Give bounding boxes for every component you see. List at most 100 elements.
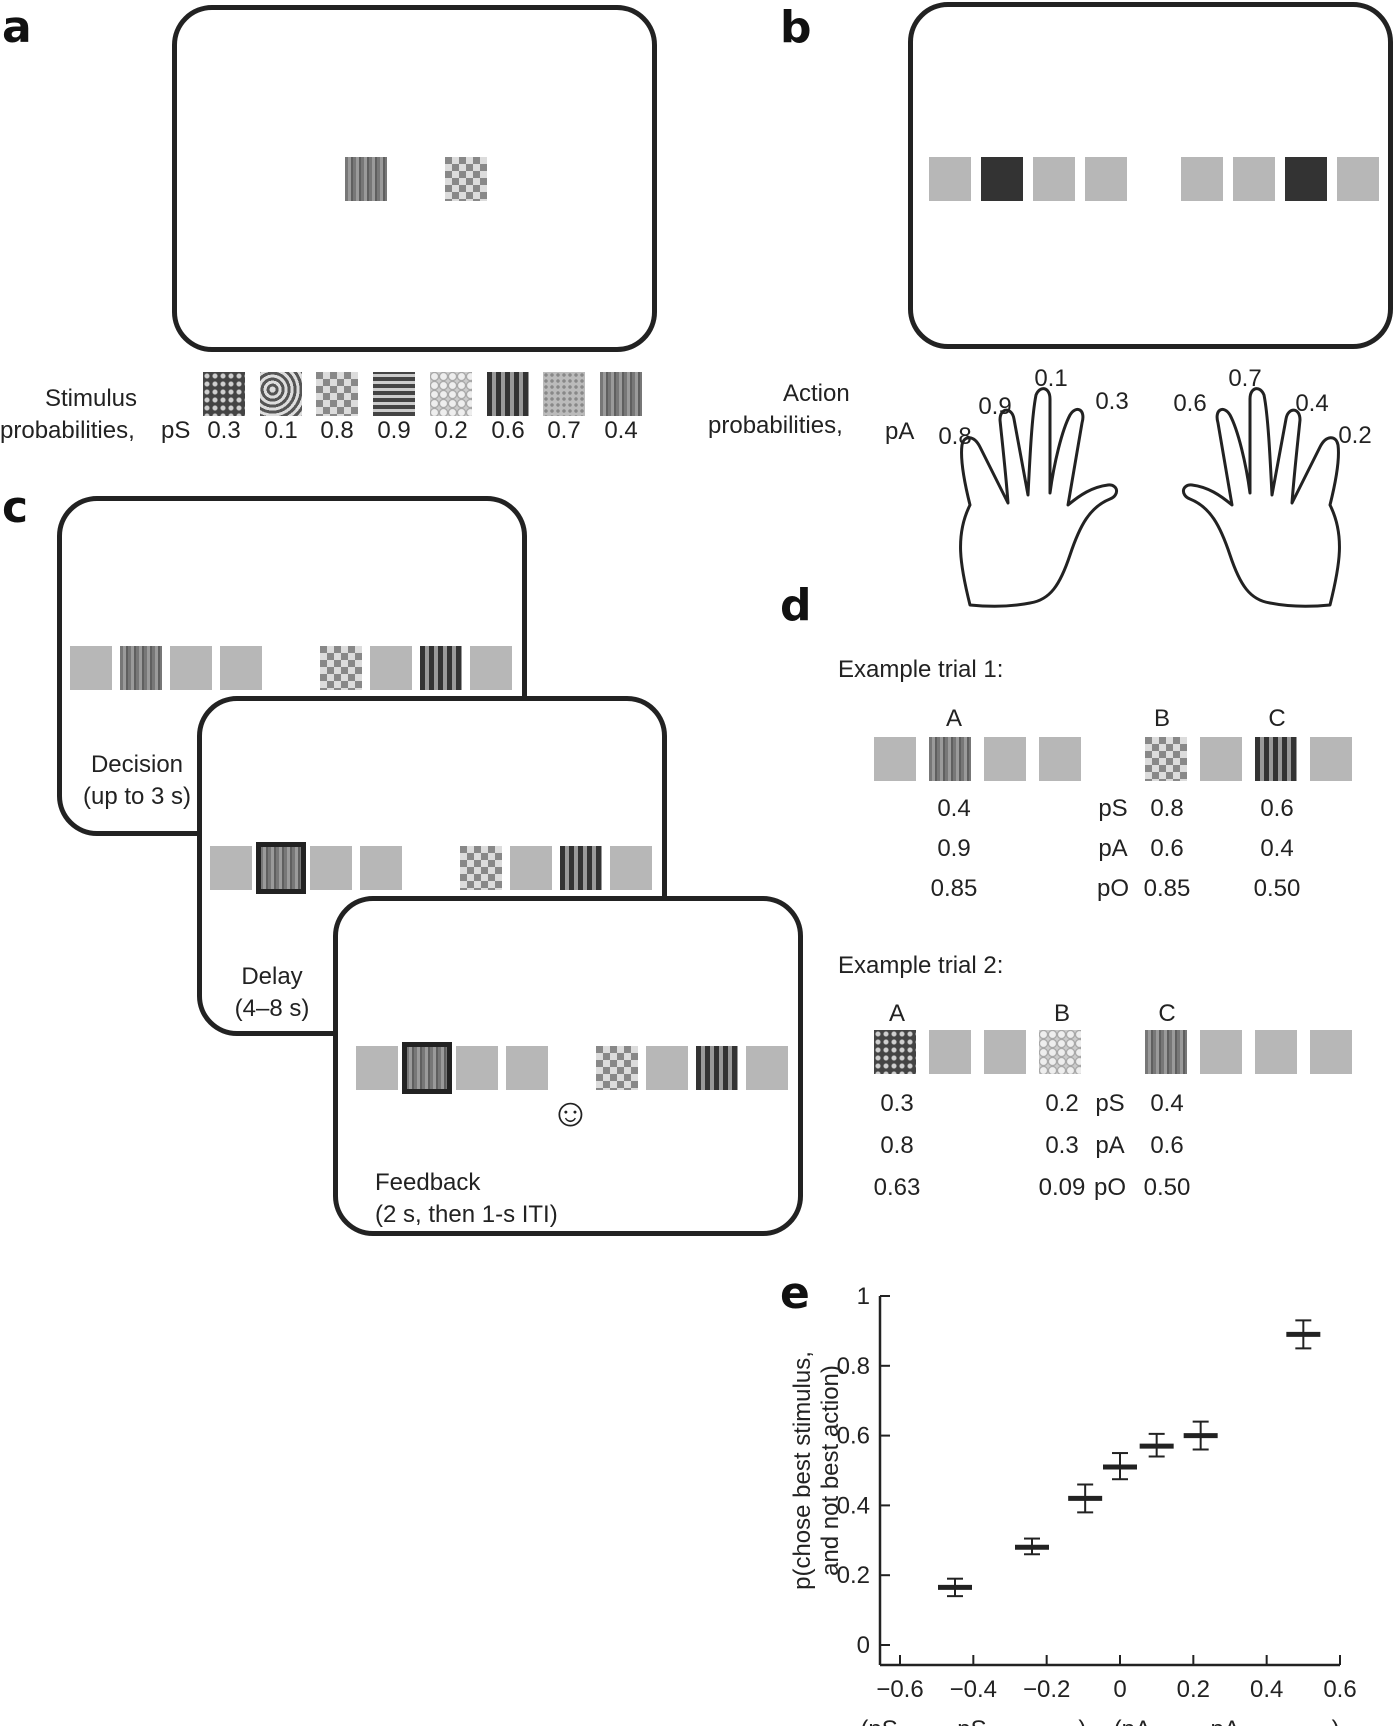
smiley-icon: ☺ [550,1091,591,1135]
right-hand-outline [1182,387,1341,608]
left-finger-probability: 0.1 [1034,365,1068,392]
value-c: 0.4 [1150,1090,1184,1117]
stimulus-scales [543,372,585,416]
row-label: pA [1095,1132,1125,1159]
stimulus-stripe [1145,1030,1187,1074]
stimulus-check [316,372,358,416]
y-axis-label-line2: and not best action) [817,1365,844,1576]
stimulus-bars [696,1046,738,1090]
key-square [984,1030,1026,1074]
x-tick-label: −0.4 [950,1676,997,1703]
stimulus-probability: 0.4 [604,417,638,444]
stimulus-swirl [260,372,302,416]
key-square [1310,737,1352,781]
key-square [1310,1030,1352,1074]
stimulus-flower [203,372,245,416]
key-square [929,157,971,201]
y-tick-label: 1 [857,1283,870,1310]
decision-label-2: (up to 3 s) [82,783,192,810]
key-square [610,846,652,890]
key-square [1200,737,1242,781]
x-label-part: − pA [1183,1716,1240,1726]
delay-label-1: Delay [241,963,303,990]
value-c: 0.50 [1143,1174,1191,1201]
key-square [1200,1030,1242,1074]
trial2-title: Example trial 2: [838,952,1004,979]
stimulus-check [460,846,502,890]
stimulus-flower [874,1030,916,1074]
panel-label-c: c [2,482,29,533]
panel-label-e: e [780,1268,810,1319]
key-square [1181,157,1223,201]
x-tick-label: 0.2 [1177,1676,1210,1703]
value-c: 0.6 [1150,1132,1184,1159]
trial1-label-c: C [1268,705,1286,732]
y-tick-label: 0.4 [837,1492,870,1519]
key-square [470,646,512,690]
left-hand-outline [959,387,1118,608]
row-label: pO [1096,875,1130,902]
value-b: 0.85 [1143,875,1191,902]
key-square [646,1046,688,1090]
value-a: 0.9 [937,835,971,862]
stimulus-probability: 0.8 [320,417,354,444]
value-c: 0.6 [1260,795,1294,822]
panel-label-b: b [780,2,812,53]
ps-label: pS [161,417,191,444]
x-tick-label: −0.2 [1023,1676,1070,1703]
stimulus-probability: 0.6 [491,417,525,444]
x-label-part: ) − (pA [1078,1716,1151,1726]
y-tick-label: 0.6 [837,1423,870,1450]
screen-a [172,5,657,352]
x-tick-label: −0.6 [876,1676,923,1703]
panel-label-d: d [780,580,812,631]
stimulus-label-2: probabilities, [0,417,135,444]
trial1-label-b: B [1153,705,1171,732]
feedback-label-1: Feedback [375,1169,481,1196]
right-finger-probability: 0.2 [1338,422,1372,449]
screen-b [908,2,1393,349]
screen-feedback: ☺ Feedback (2 s, then 1-s ITI) [333,896,803,1236]
stimulus-stripe-selected [256,842,306,894]
stimulus-bars [420,646,462,690]
y-axis-label-line1: p(chose best stimulus, [789,1351,816,1590]
key-square [456,1046,498,1090]
stimulus-label-1: Stimulus [45,385,138,412]
x-tick-label: 0 [1113,1676,1126,1703]
key-square [746,1046,788,1090]
value-c: 0.4 [1260,835,1294,862]
row-label: pA [1098,835,1128,862]
trial2-label-c: C [1158,1000,1176,1027]
x-axis-label: (pSbest − pSsecond best) − (pAbest − pAs… [860,1716,1339,1726]
stimulus-check [445,157,487,201]
trial1-title: Example trial 1: [838,656,1004,683]
right-finger-probability: 0.6 [1173,390,1207,417]
stimulus-probability: 0.9 [377,417,411,444]
y-tick-label: 0.2 [837,1562,870,1589]
key-square [1039,737,1081,781]
x-label-part: (pS [860,1716,897,1726]
key-square [929,1030,971,1074]
value-b: 0.2 [1045,1090,1079,1117]
row-label: pS [1098,795,1128,822]
stimulus-probability: 0.2 [434,417,468,444]
key-square-highlighted [981,157,1023,201]
value-b: 0.8 [1150,795,1184,822]
value-a: 0.3 [880,1090,914,1117]
row-label: pS [1095,1090,1125,1117]
trial1-label-a: A [945,705,963,732]
stimulus-fence [373,372,415,416]
right-finger-probability: 0.7 [1228,365,1262,392]
key-square [510,846,552,890]
stimulus-bars [560,846,602,890]
key-square [70,646,112,690]
stimulus-stripe [600,372,642,416]
stimulus-check [320,646,362,690]
key-square [210,846,252,890]
key-square [370,646,412,690]
left-finger-probability: 0.8 [938,423,972,450]
x-tick-label: 0.6 [1323,1676,1356,1703]
value-b: 0.09 [1038,1174,1086,1201]
value-a: 0.4 [937,795,971,822]
